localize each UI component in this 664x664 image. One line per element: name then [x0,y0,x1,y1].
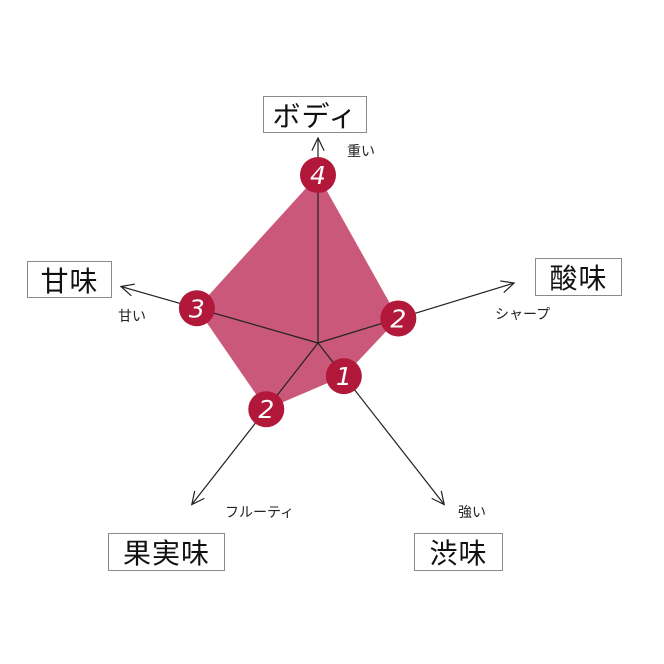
data-point-acidity [380,300,417,337]
data-label-acidity: 2 [390,304,406,333]
arrowhead-icon [311,136,325,151]
data-point-tannin [325,358,362,395]
axis-title-acidity: 酸味 [535,258,622,296]
axis-title-tannin: 渋味 [414,533,503,571]
arrowhead-icon [431,490,446,506]
axis-title-sweetness: 甘味 [27,261,112,298]
data-area [196,175,399,410]
data-point-fruit [248,391,285,428]
data-label-sweetness: 3 [189,294,205,323]
data-label-tannin: 1 [336,362,352,391]
axis-end-label-sweetness: 甘い [118,309,146,325]
axis-title-body: ボディ [263,96,367,133]
data-point-body [300,157,336,193]
data-label-fruit: 2 [258,395,274,424]
axis-line-acidity [317,282,515,344]
data-point-sweetness [178,290,215,327]
axis-end-label-body: 重い [347,144,375,160]
axis-line-fruit [191,342,319,505]
axis-end-label-tannin: 強い [458,505,486,521]
axis-end-label-acidity: シャープ [495,307,551,323]
arrowhead-icon [190,490,205,506]
data-label-body: 4 [310,161,326,190]
arrowhead-icon [500,280,516,294]
axis-line-sweetness [120,285,319,344]
axis-end-label-fruit: フルーティ [225,505,295,521]
axis-title-fruit: 果実味 [108,533,225,571]
arrowhead-icon [119,283,135,297]
